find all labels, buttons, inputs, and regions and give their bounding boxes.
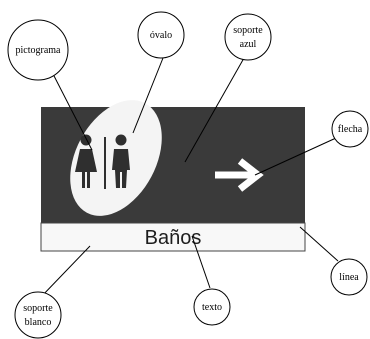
callout-label: línea <box>339 272 359 283</box>
callout-label: azul <box>240 39 257 50</box>
sign-text: Baños <box>145 227 202 249</box>
callout-pictograma: pictograma <box>7 19 69 81</box>
callout-label: soporte <box>23 303 53 314</box>
callout-label: óvalo <box>150 30 172 41</box>
arrow-right-icon <box>215 158 264 192</box>
callout-soporte-azul: soporte azul <box>224 13 272 61</box>
leader-ovalo <box>132 57 164 134</box>
white-base-strip <box>40 222 306 252</box>
callout-label: pictograma <box>16 45 62 56</box>
leader-pictograma <box>51 71 93 151</box>
callout-label: texto <box>202 302 222 313</box>
callout-linea: línea <box>330 258 368 296</box>
callout-label: soporte <box>233 25 263 36</box>
callout-label: blanco <box>25 317 52 328</box>
callout-flecha: flecha <box>331 110 369 148</box>
restroom-pictogram-icon <box>75 134 130 189</box>
leader-soporte-azul <box>184 57 245 163</box>
callout-soporte-blanco: soporte blanco <box>14 291 62 339</box>
callout-label: flecha <box>338 124 363 135</box>
leader-texto <box>191 235 211 289</box>
leader-lines <box>39 57 339 299</box>
leader-linea <box>299 226 339 262</box>
leader-soporte-blanco <box>39 245 91 299</box>
callout-texto: texto <box>193 288 231 326</box>
callout-ovalo: óvalo <box>137 11 185 59</box>
leader-flecha <box>254 137 337 176</box>
